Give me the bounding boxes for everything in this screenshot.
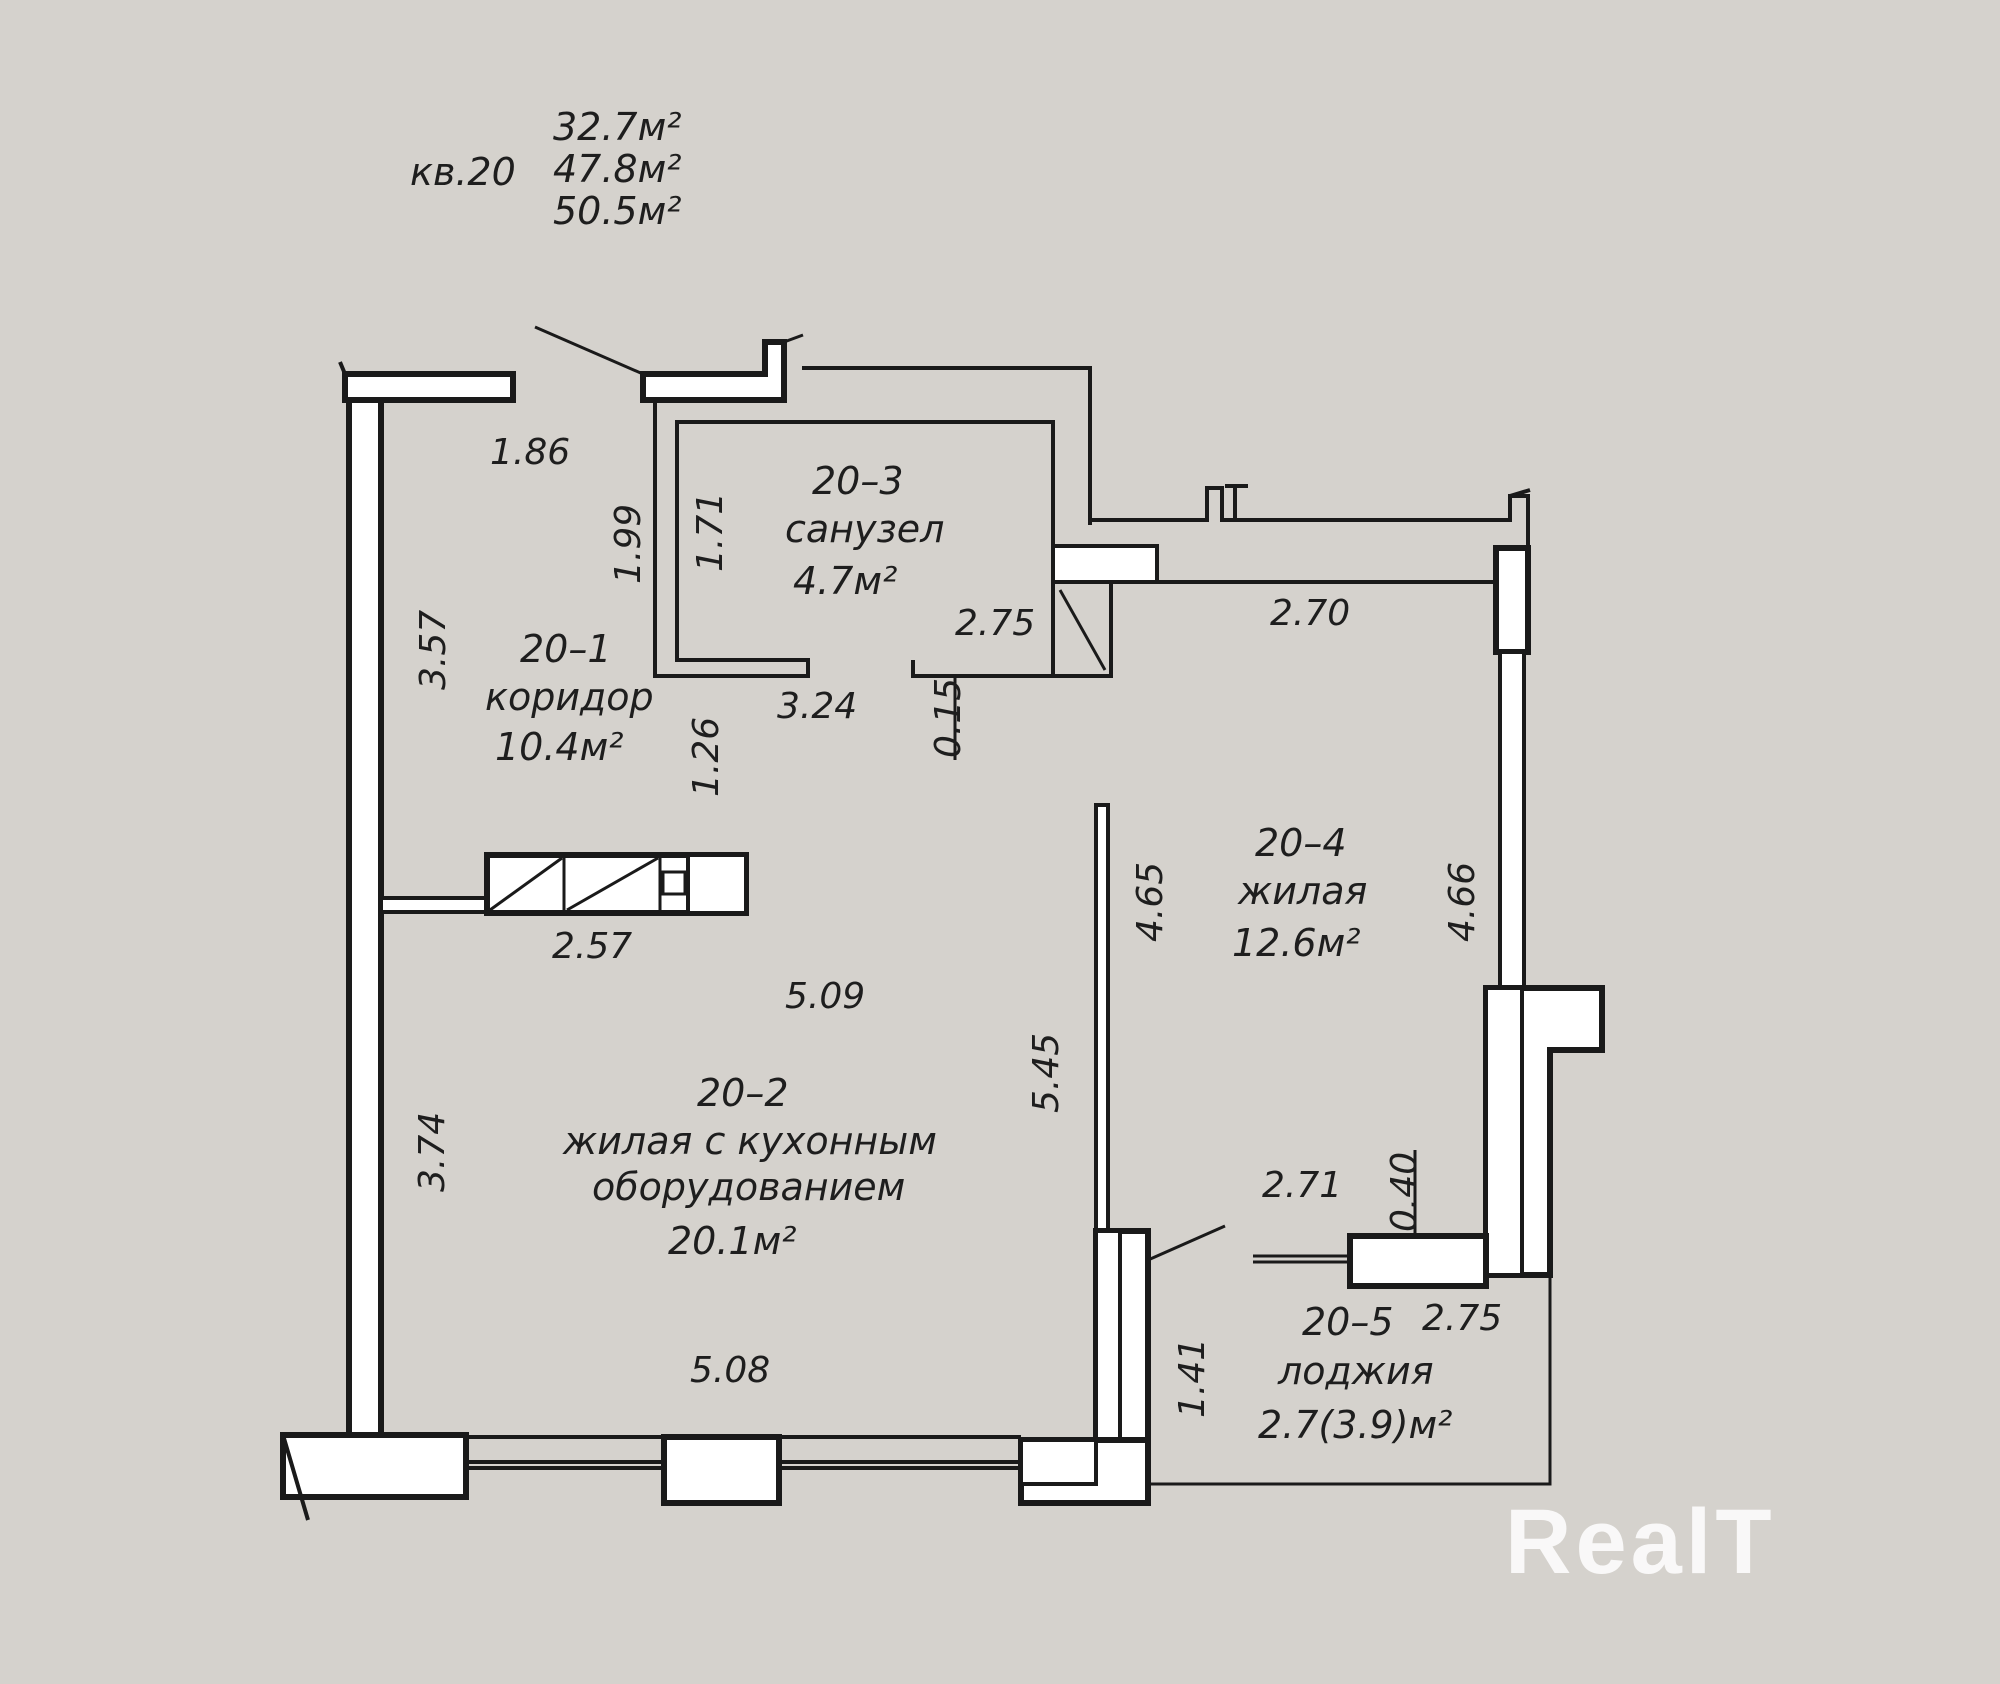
room-20-3-area: 4.7м² xyxy=(793,559,897,603)
dim-2-70: 2.70 xyxy=(1270,593,1350,634)
dim-2-75-bath: 2.75 xyxy=(955,603,1035,644)
leader-271 xyxy=(1147,1224,1226,1262)
wall-bottom-left xyxy=(280,1432,469,1500)
dim-3-24: 3.24 xyxy=(777,686,857,727)
dim-2-71: 2.71 xyxy=(1262,1165,1342,1206)
room-20-3-id: 20–3 xyxy=(812,459,904,503)
dim-5-45: 5.45 xyxy=(1026,1033,1067,1113)
room-20-5-area: 2.7(3.9)м² xyxy=(1258,1403,1452,1447)
kitchen-stove xyxy=(686,853,748,915)
dim-5-09: 5.09 xyxy=(785,976,865,1017)
wall-bathroom-right-outer xyxy=(802,366,1092,525)
room-20-5-id: 20–5 xyxy=(1302,1300,1394,1344)
dim-1-99: 1.99 xyxy=(608,504,649,584)
wall-bathroom-riser xyxy=(1051,582,1113,678)
room-20-1-area: 10.4м² xyxy=(495,725,624,769)
room-20-2-name-line2: оборудованием xyxy=(592,1165,905,1209)
loggia-outline xyxy=(1148,1275,1552,1486)
wall-bathroom-top-break xyxy=(783,333,804,344)
room-20-2-area: 20.1м² xyxy=(668,1219,797,1263)
wall-kitchen-partition xyxy=(379,896,489,914)
kitchen-stove-burner xyxy=(661,870,687,896)
wall-bottom-pier-2-inner xyxy=(1019,1438,1098,1486)
apartment-number: кв.20 xyxy=(410,150,516,194)
wall-bottom-pier-1 xyxy=(661,1434,782,1506)
dim-0-15: 0.15 xyxy=(928,678,969,758)
area-living: 32.7м² xyxy=(553,105,682,149)
room-20-4-area: 12.6м² xyxy=(1232,921,1361,965)
dim-2-57: 2.57 xyxy=(552,926,632,967)
wall-top-left xyxy=(342,371,516,403)
wall-right-lower-inner xyxy=(1484,986,1524,1277)
wall-bathroom-outer xyxy=(653,400,1055,678)
wall-bottom-window-lines xyxy=(466,1435,1021,1470)
wall-bottom-left-break xyxy=(281,1434,310,1521)
room-20-3-name: санузел xyxy=(785,507,944,551)
wall-loggia-rail xyxy=(1253,1254,1350,1264)
room-20-4-id: 20–4 xyxy=(1255,821,1347,865)
area-total: 47.8м² xyxy=(553,147,682,191)
leader-top-wall xyxy=(534,325,644,376)
dim-1-41: 1.41 xyxy=(1172,1338,1213,1418)
wall-right-upper xyxy=(1493,545,1531,655)
room-20-4-name: жилая xyxy=(1237,869,1367,913)
dim-3-74: 3.74 xyxy=(412,1112,453,1192)
wall-top-left-break xyxy=(338,361,347,402)
bath-riser-hatch xyxy=(1058,589,1107,671)
dim-4-65: 4.65 xyxy=(1130,862,1171,942)
realt-watermark: RealT xyxy=(1505,1491,1776,1593)
wall-room4-top-right xyxy=(1235,488,1531,548)
walls xyxy=(280,325,1605,1521)
dim-5-08: 5.08 xyxy=(690,1350,770,1391)
kitchen-counter xyxy=(484,852,749,916)
wall-left-exterior xyxy=(346,397,384,1438)
room-20-5-name: лоджия xyxy=(1277,1349,1434,1393)
kitchen-counter-diagonal-2 xyxy=(566,856,659,912)
dim-4-66: 4.66 xyxy=(1442,862,1483,942)
dim-2-75-loggia: 2.75 xyxy=(1422,1298,1502,1339)
dim-0-40: 0.40 xyxy=(1384,1152,1425,1232)
wall-right-mid xyxy=(1498,650,1526,990)
kitchen-counter-diagonal-1 xyxy=(489,856,563,912)
dim-3-57: 3.57 xyxy=(413,610,454,690)
dim-1-86: 1.86 xyxy=(490,432,570,473)
area-with-loggia: 50.5м² xyxy=(553,189,682,233)
dim-1-26: 1.26 xyxy=(686,717,727,797)
room-20-2-id: 20–2 xyxy=(697,1071,789,1115)
room-20-1-id: 20–1 xyxy=(520,627,612,671)
room-20-1-name: коридор xyxy=(485,675,654,719)
room-20-2-name-line1: жилая с кухонным xyxy=(562,1119,937,1163)
wall-partition-vertical xyxy=(1094,803,1110,1233)
wall-loggia-balcony xyxy=(1347,1233,1489,1289)
dim-1-71: 1.71 xyxy=(690,492,731,572)
wall-bathroom-lower-right xyxy=(1051,544,1159,584)
